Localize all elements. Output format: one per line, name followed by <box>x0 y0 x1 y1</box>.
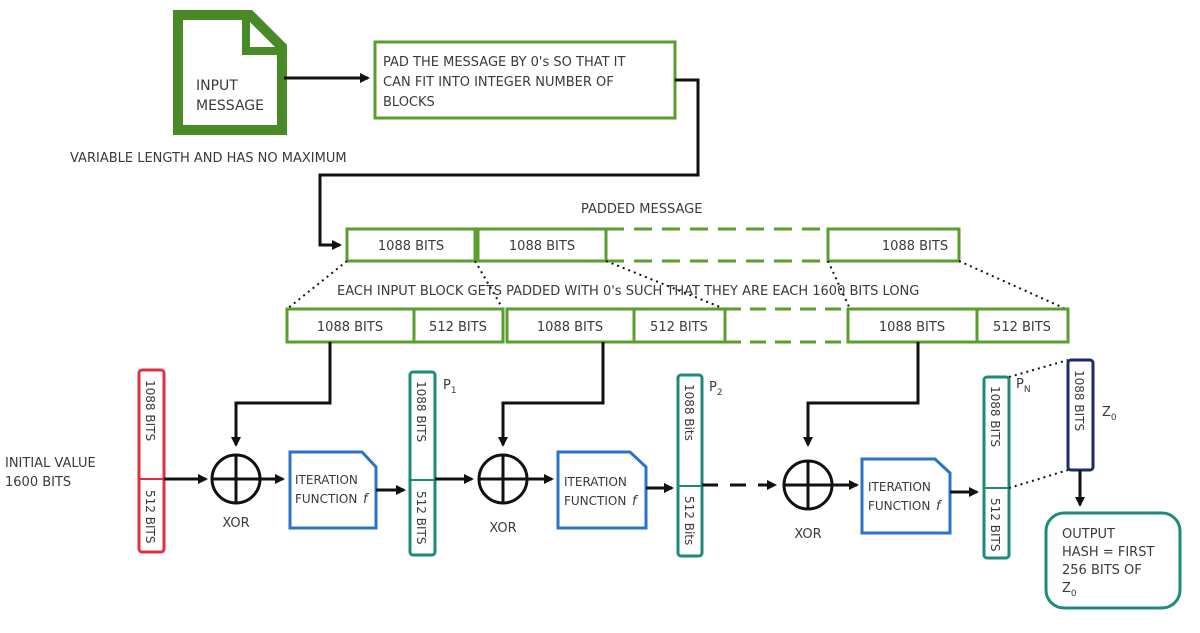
output-line4: Z0 <box>1062 581 1077 599</box>
xor-1: XOR <box>210 453 262 531</box>
initial-state: 1088 BITS 512 BITS <box>137 368 166 554</box>
initial-state-bar <box>137 368 166 554</box>
output-box-frame <box>1044 511 1182 610</box>
xor-2-label: XOR <box>489 521 516 536</box>
expanded-block-gap <box>725 307 848 344</box>
state-p1-bar <box>408 370 437 557</box>
state-z0: 1088 BITS Z0 <box>1066 358 1117 472</box>
f2-line1: ITERATION <box>564 475 627 489</box>
f1-line1: ITERATION <box>295 473 358 487</box>
state-p1-top-label: 1088 BITS <box>414 381 428 442</box>
padded-block-n-label: 1088 BITS <box>882 239 948 254</box>
iteration-function-1: ITERATION FUNCTION f <box>288 450 378 530</box>
dots-nb <box>958 260 1067 310</box>
state-pn: 1088 BITS 512 BITS PN <box>982 375 1031 560</box>
pad-line2: CAN FIT INTO INTEGER NUMBER OF <box>383 75 614 90</box>
dots-z-bottom <box>1008 469 1069 489</box>
xor-n-label: XOR <box>794 527 821 542</box>
output-line1: OUTPUT <box>1062 527 1115 542</box>
xor-n: XOR <box>782 459 834 542</box>
expanded-block-2-pad-label: 512 BITS <box>650 320 708 335</box>
state-p1: 1088 BITS 512 BITS P1 <box>408 370 457 557</box>
f2-f: f <box>632 494 639 509</box>
state-p2-bottom-label: 512 Bits <box>682 496 696 545</box>
input-message-icon: INPUT MESSAGE <box>173 10 287 135</box>
expanded-block-n-pad <box>975 307 1070 344</box>
initial-value-line1: INITIAL VALUE <box>5 456 96 471</box>
arrow-pad-to-padded <box>318 78 700 250</box>
input-note: VARIABLE LENGTH AND HAS NO MAXIMUM <box>70 151 347 166</box>
padded-block-gap <box>606 227 828 263</box>
state-pn-top-label: 1088 BITS <box>988 386 1002 447</box>
dots-1a <box>286 260 348 310</box>
state-pn-bar <box>982 375 1011 560</box>
input-message-line2: MESSAGE <box>196 98 264 114</box>
iteration-function-n: ITERATION FUNCTION f <box>860 457 952 535</box>
f1-line2: FUNCTION <box>295 492 357 506</box>
output-line2: HASH = FIRST <box>1062 545 1154 560</box>
state-pn-bottom-label: 512 BITS <box>988 498 1002 551</box>
padded-block-2-label: 1088 BITS <box>509 239 575 254</box>
expanded-blocks: 1088 BITS 512 BITS 1088 BITS 512 BITS 10… <box>285 307 1070 344</box>
padded-block-2 <box>476 227 608 263</box>
xor-1-label: XOR <box>222 516 249 531</box>
pad-line1: PAD THE MESSAGE BY 0's SO THAT IT <box>383 55 626 70</box>
p1-label: P1 <box>443 378 457 396</box>
input-message-line1: INPUT <box>196 78 238 94</box>
output-line3: 256 BITS OF <box>1062 563 1142 578</box>
expanded-block-n-data-label: 1088 BITS <box>879 320 945 335</box>
f1-f: f <box>363 492 370 507</box>
padded-block-1 <box>345 227 477 263</box>
state-p2: 1088 Bits 512 Bits P2 <box>676 373 723 558</box>
padded-block-1-label: 1088 BITS <box>378 239 444 254</box>
expanded-block-2-pad <box>632 307 727 344</box>
initial-state-top-label: 1088 BITS <box>143 380 157 441</box>
padded-message-label: PADDED MESSAGE <box>581 202 702 217</box>
state-p2-top-label: 1088 Bits <box>682 384 696 441</box>
padded-block-n <box>826 227 961 263</box>
expanded-block-1-pad <box>412 307 505 344</box>
f2-line2: FUNCTION <box>564 494 626 508</box>
xor-2: XOR <box>477 453 529 536</box>
arrow-block2-to-xor2 <box>498 342 605 447</box>
block-padding-note: EACH INPUT BLOCK GETS PADDED WITH 0's SU… <box>337 284 919 299</box>
initial-value-line2: 1600 BITS <box>5 475 71 490</box>
state-z0-label: 1088 BITS <box>1072 370 1086 431</box>
expanded-block-2-data-label: 1088 BITS <box>537 320 603 335</box>
iteration-function-2: ITERATION FUNCTION f <box>556 450 648 530</box>
arrow-blockn-to-xorn <box>803 342 920 447</box>
dots-z-top <box>1008 359 1069 378</box>
pn-label: PN <box>1016 377 1031 395</box>
expanded-block-n-pad-label: 512 BITS <box>993 320 1051 335</box>
fn-line2: FUNCTION <box>868 499 930 513</box>
z0-label: Z0 <box>1102 405 1117 423</box>
initial-state-bottom-label: 512 BITS <box>143 490 157 543</box>
state-p2-bar <box>676 373 704 558</box>
fn-f: f <box>936 499 943 514</box>
fn-line1: ITERATION <box>868 480 931 494</box>
expanded-block-1-data-label: 1088 BITS <box>317 320 383 335</box>
pad-line3: BLOCKS <box>383 95 435 110</box>
arrow-block1-to-xor1 <box>231 342 332 447</box>
state-p1-bottom-label: 512 BITS <box>414 491 428 544</box>
output-box: OUTPUT HASH = FIRST 256 BITS OF Z0 <box>1044 511 1182 610</box>
padded-message: 1088 BITS 1088 BITS 1088 BITS <box>345 227 961 263</box>
p2-label: P2 <box>709 380 723 398</box>
expanded-block-1-pad-label: 512 BITS <box>429 320 487 335</box>
